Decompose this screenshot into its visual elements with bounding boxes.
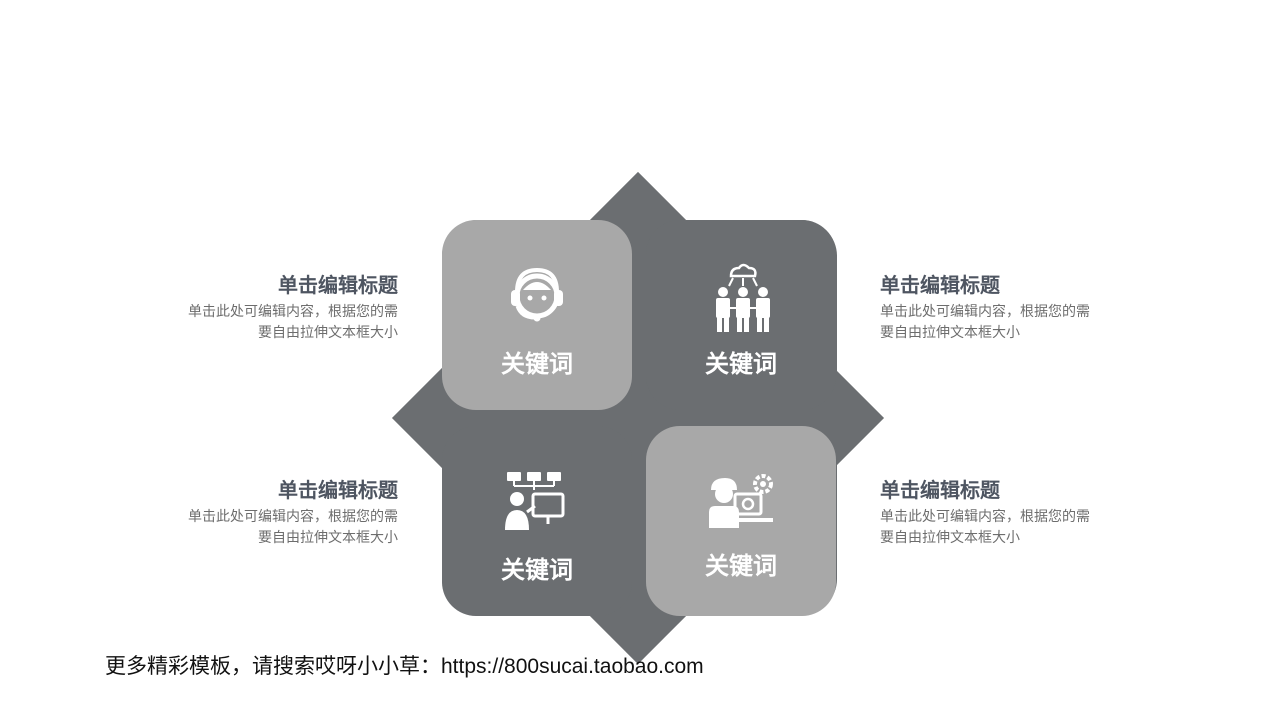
note-bottom-right: 单击编辑标题 单击此处可编辑内容，根据您的需 要自由拉伸文本框大小 (880, 478, 1140, 548)
note-title[interactable]: 单击编辑标题 (880, 480, 1000, 502)
team-cloud-icon (716, 263, 770, 332)
note-title[interactable]: 单击编辑标题 (278, 480, 398, 502)
keyword-label: 关键词 (705, 553, 777, 580)
tile-top-left[interactable]: 关键词 (442, 220, 632, 410)
tile-bottom-right[interactable]: 关键词 (646, 426, 836, 616)
desc-line: 单击此处可编辑内容，根据您的需 (880, 508, 1090, 524)
tile-top-right[interactable]: 关键词 (646, 220, 836, 410)
presenter-network-icon (505, 472, 565, 530)
note-bottom-left: 单击编辑标题 单击此处可编辑内容，根据您的需 要自由拉伸文本框大小 (138, 478, 398, 548)
engineer-gear-icon (709, 474, 773, 528)
desc-line: 单击此处可编辑内容，根据您的需 (188, 303, 398, 319)
note-description[interactable]: 单击此处可编辑内容，根据您的需 要自由拉伸文本框大小 (880, 506, 1140, 548)
desc-line: 要自由拉伸文本框大小 (258, 529, 398, 545)
headset-support-icon (511, 267, 563, 322)
desc-line: 要自由拉伸文本框大小 (880, 324, 1020, 340)
note-description[interactable]: 单击此处可编辑内容，根据您的需 要自由拉伸文本框大小 (138, 506, 398, 548)
desc-line: 要自由拉伸文本框大小 (880, 529, 1020, 545)
note-top-left: 单击编辑标题 单击此处可编辑内容，根据您的需 要自由拉伸文本框大小 (138, 273, 398, 343)
footer-promo-text: 更多精彩模板，请搜索哎呀小小草：https://800sucai.taobao.… (105, 655, 704, 678)
desc-line: 单击此处可编辑内容，根据您的需 (880, 303, 1090, 319)
note-description[interactable]: 单击此处可编辑内容，根据您的需 要自由拉伸文本框大小 (880, 301, 1140, 343)
note-title[interactable]: 单击编辑标题 (278, 275, 398, 297)
tile-bottom-left[interactable]: 关键词 (442, 426, 632, 616)
keyword-label: 关键词 (501, 351, 573, 378)
keyword-label: 关键词 (501, 557, 573, 584)
desc-line: 单击此处可编辑内容，根据您的需 (188, 508, 398, 524)
keyword-label: 关键词 (705, 351, 777, 378)
note-description[interactable]: 单击此处可编辑内容，根据您的需 要自由拉伸文本框大小 (138, 301, 398, 343)
note-top-right: 单击编辑标题 单击此处可编辑内容，根据您的需 要自由拉伸文本框大小 (880, 273, 1140, 343)
note-title[interactable]: 单击编辑标题 (880, 275, 1000, 297)
desc-line: 要自由拉伸文本框大小 (258, 324, 398, 340)
